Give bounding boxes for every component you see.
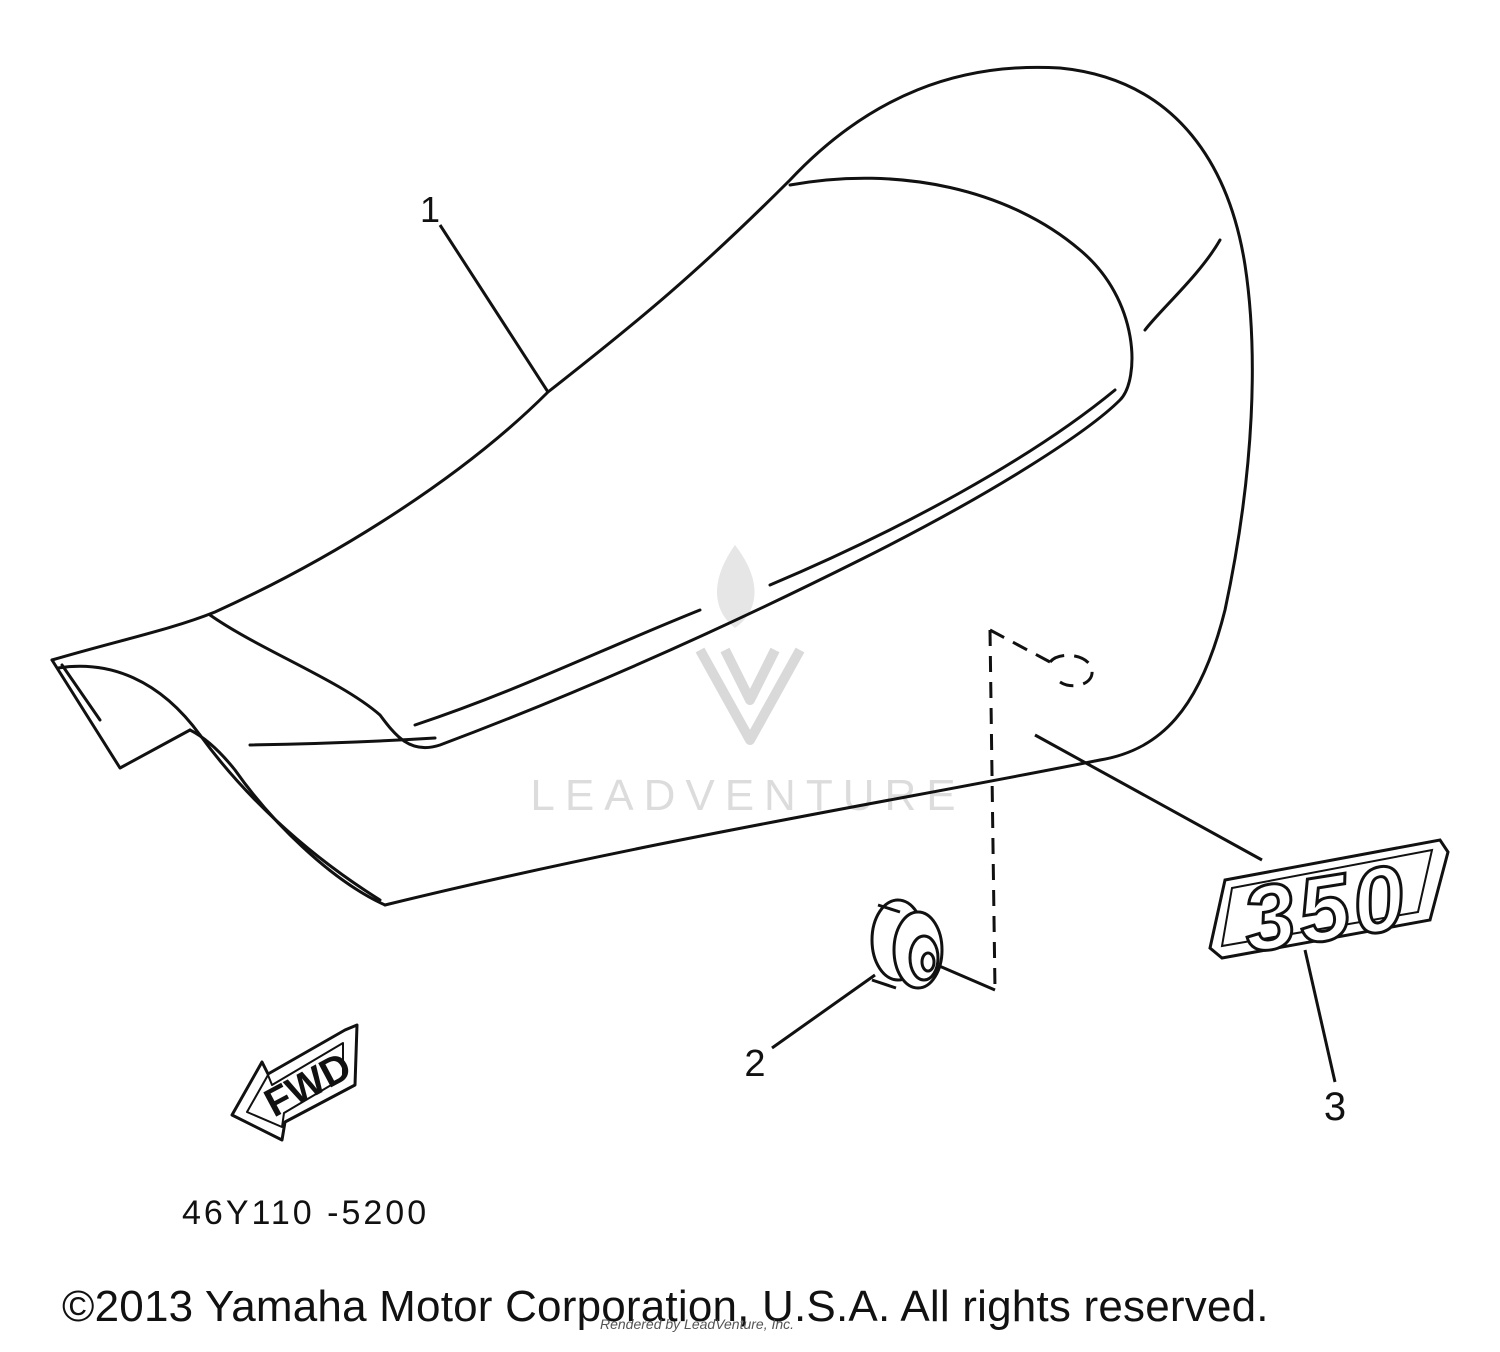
copyright-notice: ©2013 Yamaha Motor Corporation, U.S.A. A… [62,1282,1269,1331]
grommet-part [870,898,944,990]
watermark-text: LEADVENTURE [530,771,965,820]
callout-1-label: 1 [420,189,440,230]
part-number: 46Y110 -5200 [182,1194,429,1232]
fwd-arrow-icon [230,1023,359,1142]
callout-2-leader [771,973,876,1050]
callout-3-leader [1303,949,1337,1083]
callout-3-label: 3 [1324,1085,1346,1129]
leadventure-watermark-logo [695,545,805,745]
callout-3-mount-leader [1034,733,1263,862]
dashed-mount-lines [988,628,1094,991]
callout-1-leader [438,224,550,393]
rendered-by-note: Rendered by LeadVenture, Inc. [600,1316,795,1332]
seat-outline [50,65,1254,907]
callout-2-label: 2 [744,1043,765,1085]
emblem-350-part: 350 [1208,838,1450,974]
emblem-350-text: 350 [1236,846,1415,973]
